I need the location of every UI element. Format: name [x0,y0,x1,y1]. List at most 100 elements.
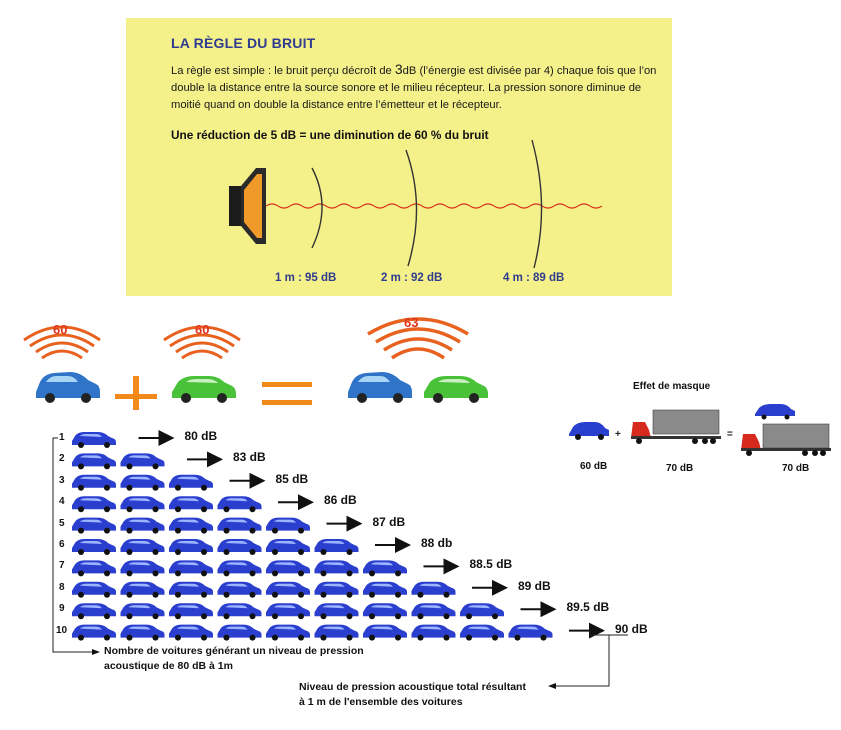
row-number: 3 [59,474,65,486]
masking-plus-sign: + [615,429,621,440]
car-icon [120,496,165,513]
car-icon [363,624,407,641]
row-level-label: 89 dB [518,578,551,593]
wavefront-1m [311,167,323,249]
car-icon [120,539,165,555]
panel-bold-line: Une réduction de 5 dB = une diminution d… [171,128,489,142]
car-icon [363,581,407,598]
car-icon [169,474,213,491]
car-icon [72,474,116,491]
description-part-2: dB (l’énergie est divisée par 4) chaque … [171,65,657,111]
row-level-label: 80 dB [184,429,218,443]
description-number: 3 [394,61,403,77]
row-level-label: 88 db [421,536,453,550]
car-icon [508,624,553,641]
note-right-line-2: à 1 m de l'ensemble des voitures [299,696,463,708]
car-icon [411,624,456,641]
car-icon [72,603,116,620]
car-icon [120,453,165,470]
car-icon [72,432,116,448]
row-level-label: 90 dB [615,621,648,636]
masking-equals-sign: = [727,429,733,440]
car-icon [314,581,359,598]
note-left-line-2: acoustique de 80 dB à 1m [104,660,233,672]
car-icon [72,517,116,534]
row-level-label: 88.5 dB [469,557,513,572]
car-icon [217,496,262,513]
sound-arcs-icon [367,317,469,360]
car-icon [72,581,116,598]
masking-label-car: 60 dB [580,461,608,472]
car-icon [169,517,213,534]
car-icon [363,560,407,577]
right-bracket-arrow [548,683,556,689]
car-icon [314,539,359,555]
car-icon [169,496,213,513]
plus-icon [115,376,157,410]
small-car-icon [569,422,609,440]
car-icon [72,539,116,555]
row-number: 4 [59,496,65,508]
car-icon [411,603,456,620]
note-left-line-1: Nombre de voitures générant un niveau de… [104,645,364,657]
car-icon [411,581,456,598]
level-label-car-1: 60 [53,322,68,337]
car-icon [120,560,165,577]
row-number: 6 [59,539,65,550]
car-icon [72,560,116,577]
car-icon [120,624,165,641]
row-level-label: 89.5 dB [566,600,610,615]
sound-arcs-icon [163,325,241,360]
row-level-label: 85 dB [275,471,309,486]
row-level-label: 83 dB [233,450,266,465]
equals-icon [262,382,312,405]
row-number: 8 [59,581,65,593]
masking-label-result: 70 dB [782,463,810,474]
distance-label-2m: 2 m : 92 dB [381,272,443,284]
car-icon [266,603,310,620]
car-icon [120,517,165,534]
car-icon [266,539,310,555]
level-label-car-2: 60 [195,322,210,337]
row-number: 1 [59,432,65,443]
car-icon [169,539,213,555]
car-icon [460,624,504,641]
speaker-diagram [229,139,603,269]
distance-label-1m: 1 m : 95 dB [275,272,337,284]
car-icon [120,581,165,598]
note-right-line-1: Niveau de pression acoustique total résu… [299,681,526,693]
row-level-label: 87 dB [372,514,406,529]
description-part-1: La règle est simple : le bruit perçu déc… [171,65,395,77]
car-icon [217,581,262,598]
row-number: 5 [59,517,65,529]
speaker-icon [229,168,266,244]
row-number: 10 [56,624,68,636]
right-bracket-line [556,634,628,687]
sound-arcs-icon [23,325,101,360]
noise-rule-panel: LA RÈGLE DU BRUIT La règle est simple : … [126,18,672,296]
car-icon [169,603,213,620]
masking-label-truck: 70 dB [666,463,694,474]
car-icon [120,474,165,491]
note-right: Niveau de pression acoustique total résu… [299,680,526,710]
car-icon [169,581,213,598]
car-icon [72,496,116,513]
car-icon [266,624,310,641]
wavefront-4m [531,139,543,269]
car-icon [314,624,359,641]
car-icon [266,560,310,577]
car-icon [314,560,359,577]
row-number: 2 [59,453,65,465]
panel-description: La règle est simple : le bruit perçu déc… [171,61,661,114]
row-level-label: 86 dB [324,493,357,508]
car-icon [266,581,310,598]
car-icon [217,539,262,555]
car-icon [72,624,116,641]
car-icon [120,603,165,620]
car-icon [72,453,116,470]
car-icon [217,560,262,577]
car-icon [217,517,262,534]
car-icon [460,603,504,620]
car-icon [266,517,310,534]
